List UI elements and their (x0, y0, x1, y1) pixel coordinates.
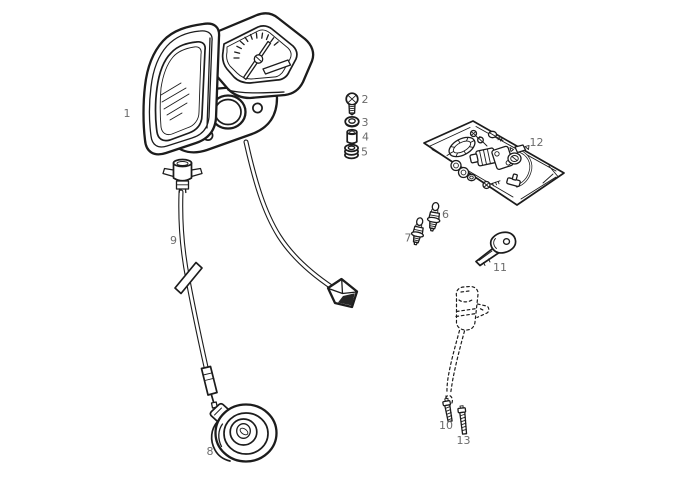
washer-3 (344, 116, 360, 128)
bag-wire (506, 144, 533, 188)
part-label-6: 6 (442, 208, 449, 221)
part-label-7: 7 (405, 232, 412, 245)
hardware-kit-bag (423, 120, 565, 206)
speedometer-cable (162, 158, 218, 409)
screw-2 (345, 92, 359, 116)
bulb-7 (410, 217, 425, 246)
part-label-3: 3 (362, 116, 369, 129)
glass-reflection-lines (160, 82, 190, 121)
bag-screws (469, 129, 504, 190)
part-label-8: 8 (207, 445, 214, 458)
grommet-5 (344, 143, 359, 160)
bag-gasket (448, 136, 476, 158)
screw-10 (442, 397, 453, 423)
harness-wire (243, 139, 359, 309)
ignition-key (475, 231, 517, 267)
part-label-9: 9 (170, 234, 177, 247)
part-label-5: 5 (361, 146, 368, 159)
part-label-11: 11 (493, 261, 507, 274)
part-label-4: 4 (362, 131, 369, 144)
cable-clip (174, 261, 203, 295)
odometer-window (262, 59, 292, 75)
cable-lower-ferrule (200, 365, 218, 409)
spacer-4 (346, 128, 358, 145)
part-label-10: 10 (439, 419, 453, 432)
key-ring-hole (502, 238, 511, 245)
part-label-2: 2 (362, 93, 369, 106)
bulb-6 (426, 201, 441, 232)
bag-washers (450, 159, 477, 182)
harness-connector (326, 277, 359, 309)
dial-tick-marks (233, 32, 279, 59)
part-label-12: 12 (530, 136, 544, 149)
part-label-13: 13 (457, 434, 471, 447)
part-label-1: 1 (124, 107, 131, 120)
mounting-hole (252, 102, 263, 114)
screw-13 (457, 405, 468, 435)
cable-upper-connector (162, 158, 203, 194)
part-labels: 1 2 3 4 5 6 7 8 9 10 11 12 13 (124, 93, 544, 458)
instrument-cluster (142, 12, 315, 156)
phantom-ignition-switch (444, 285, 490, 407)
bag-ignition-switch (469, 145, 522, 170)
speedometer-drive (209, 402, 278, 463)
